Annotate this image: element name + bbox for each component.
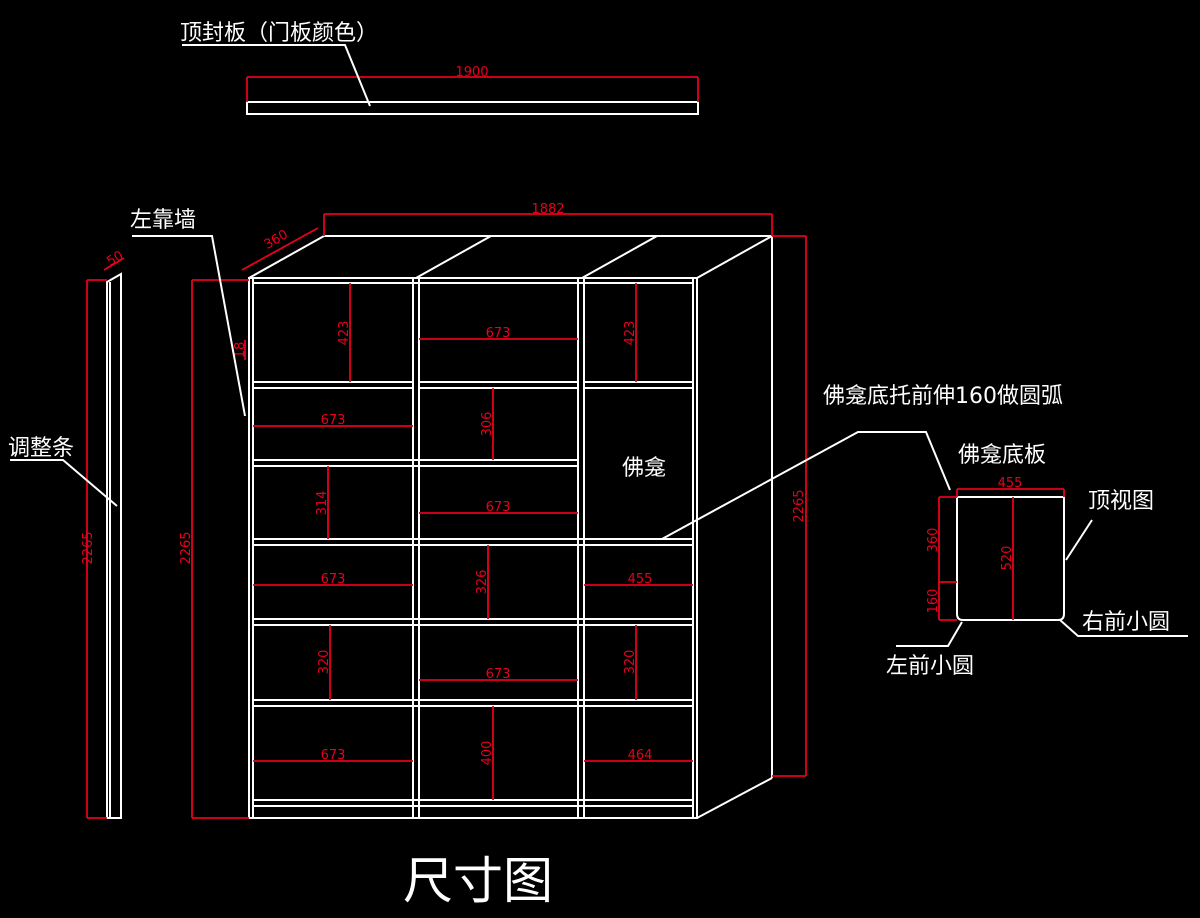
dim-c1-r3: 314 (315, 491, 330, 516)
left-wall-leader (132, 235, 246, 417)
dim-c2-r2: 306 (480, 412, 495, 437)
top-view-label: 顶视图 (1088, 489, 1154, 514)
overall-dims: 1882 360 2265 2265 18 左靠墙 (130, 202, 807, 819)
dim-c1-r5: 320 (317, 650, 332, 675)
dim-c2-r5: 673 (486, 667, 511, 682)
base-front-dim: 160 (926, 589, 941, 614)
top-board-label: 顶封板（门板颜色） (180, 21, 378, 46)
base-depth-dim: 520 (1000, 546, 1015, 571)
right-front-round-leader (1059, 619, 1188, 637)
dim-c1-r4: 673 (321, 572, 346, 587)
cabinet-width-dim: 1882 (531, 202, 564, 217)
dim-c1-r1: 423 (337, 321, 352, 346)
dim-c1-r2: 673 (321, 413, 346, 428)
right-height-dim: 2265 (792, 489, 807, 522)
dim-c3-r4: 455 (628, 572, 653, 587)
adjust-strip: 2265 50 调整条 (8, 248, 126, 819)
strip-height-dim: 2265 (81, 531, 96, 564)
top-view-leader (1065, 519, 1093, 561)
base-back-dim: 360 (926, 528, 941, 553)
niche: 佛龛 佛龛底托前伸160做圆弧 (622, 384, 1063, 540)
left-front-round-label: 左前小圆 (886, 654, 974, 679)
dim-c3-r5: 320 (623, 650, 638, 675)
dim-c3-r6: 464 (628, 748, 653, 763)
board-thickness-dim: 18 (233, 342, 248, 359)
dim-c2-r6: 400 (480, 741, 495, 766)
niche-label: 佛龛 (622, 456, 666, 481)
cabinet (248, 235, 773, 819)
niche-base-label: 佛龛底板 (958, 443, 1046, 468)
niche-extension-label: 佛龛底托前伸160做圆弧 (823, 384, 1063, 409)
niche-extension-leader (661, 431, 951, 540)
strip-width-dim: 50 (104, 248, 126, 269)
dim-c1-r6: 673 (321, 748, 346, 763)
top-board: 1900 顶封板（门板颜色） (180, 21, 699, 115)
adjust-strip-label: 调整条 (8, 436, 74, 461)
drawing-title: 尺寸图 (403, 852, 553, 910)
dim-c2-r1: 673 (486, 326, 511, 341)
top-board-width-dim: 1900 (455, 65, 488, 80)
top-board-leader (182, 44, 371, 107)
base-width-dim: 455 (998, 476, 1023, 491)
dim-c2-r4: 326 (475, 570, 490, 595)
adjust-strip-leader (10, 459, 118, 507)
depth-dim: 360 (262, 227, 291, 252)
left-front-round-leader (896, 621, 963, 647)
left-height-dim: 2265 (179, 531, 194, 564)
right-front-round-label: 右前小圆 (1082, 610, 1170, 635)
niche-base-top-view: 佛龛底板 455 520 360 160 顶视图 右前小圆 左前小圆 (886, 443, 1188, 679)
dim-c3-r1: 423 (623, 321, 638, 346)
left-wall-label: 左靠墙 (130, 208, 196, 233)
dim-c2-r3: 673 (486, 500, 511, 515)
compartment-dims: 423 673 423 673 306 314 673 673 326 455 … (253, 283, 693, 800)
